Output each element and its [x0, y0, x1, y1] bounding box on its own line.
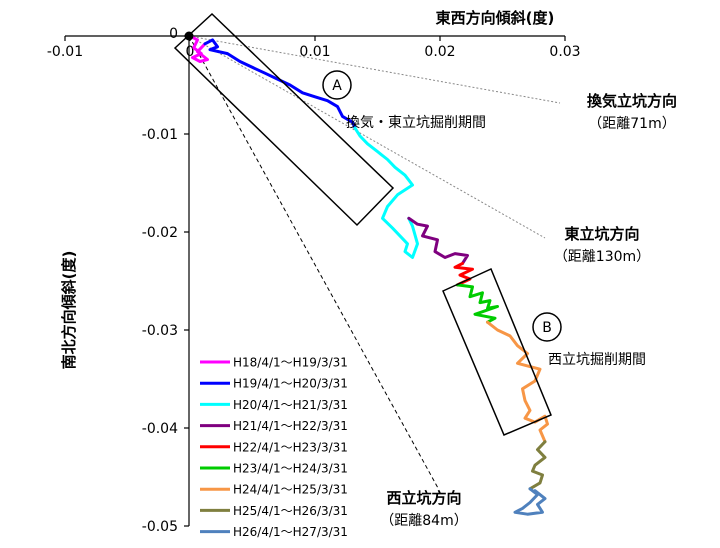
x-tick-label: -0.01: [47, 44, 83, 60]
series-line-6: [456, 283, 499, 324]
marker-b-circle: [532, 312, 562, 342]
x-tick-label: 0: [186, 44, 195, 60]
legend-label-6: H23/4/1～H24/3/31: [233, 462, 348, 476]
series-line-7: [486, 320, 549, 444]
x-tick-label: 0.02: [424, 44, 455, 60]
period-box-a: [173, 12, 395, 227]
higashi-distance-label: （距離130m）: [554, 248, 650, 265]
kanki-distance-label: （距離71m）: [588, 115, 675, 132]
legend-label-2: H19/4/1～H20/3/31: [233, 377, 348, 391]
period-box-b: [442, 267, 552, 436]
y-axis-title: 南北方向傾斜(度): [60, 251, 78, 370]
legend-label-3: H20/4/1～H21/3/31: [233, 398, 348, 412]
legend-label-7: H24/4/1～H25/3/31: [233, 483, 348, 497]
kanki-direction-label: 換気立坑方向: [587, 92, 677, 110]
series-line-9: [513, 487, 547, 516]
higashi-direction-label: 東立坑方向: [564, 225, 639, 243]
y-ticks: 0 -0.01 -0.02 -0.03 -0.04 -0.05: [142, 26, 189, 535]
x-tick-label: 0.01: [299, 44, 330, 60]
y-tick-label: -0.02: [142, 225, 178, 241]
legend-label-8: H25/4/1～H26/3/31: [233, 504, 348, 518]
y-tick-label: -0.01: [142, 127, 178, 143]
series-line-2: [203, 38, 357, 130]
series-line-3: [353, 126, 419, 259]
marker-a-circle: [322, 70, 352, 100]
marker-a-label: A: [332, 78, 342, 94]
period-a-label: 換気・東立坑掘削期間: [346, 115, 486, 131]
y-tick-label: 0: [169, 26, 178, 42]
legend: H18/4/1～H19/3/31H19/4/1～H20/3/31H20/4/1～…: [200, 356, 348, 539]
series-group: [188, 34, 549, 516]
legend-label-4: H21/4/1～H22/3/31: [233, 419, 348, 433]
legend-label-5: H22/4/1～H23/3/31: [233, 440, 348, 454]
series-line-4: [407, 216, 469, 265]
higashi-direction-line: [188, 35, 546, 239]
kanki-direction-line: [188, 35, 561, 104]
series-line-8: [528, 440, 547, 491]
period-b-label: 西立坑掘削期間: [548, 352, 646, 368]
y-tick-label: -0.03: [142, 323, 178, 339]
legend-label-9: H26/4/1～H27/3/31: [233, 525, 348, 539]
nishi-direction-line: [188, 35, 439, 489]
x-tick-label: 0.03: [549, 44, 580, 60]
marker-b-label: B: [542, 320, 552, 336]
y-tick-label: -0.04: [142, 421, 178, 437]
series-line-1: [188, 34, 209, 63]
x-axis-title: 東西方向傾斜(度): [436, 9, 555, 27]
legend-label-1: H18/4/1～H19/3/31: [233, 356, 348, 370]
nishi-distance-label: （距離84m）: [380, 512, 467, 529]
y-tick-label: -0.05: [142, 519, 178, 535]
nishi-direction-label: 西立坑方向: [386, 489, 461, 507]
x-ticks: -0.01 0 0.01 0.02 0.03: [47, 36, 581, 60]
